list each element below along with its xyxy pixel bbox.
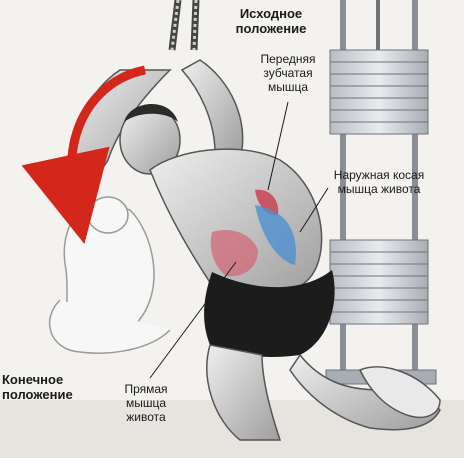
serratus-highlight bbox=[255, 189, 279, 216]
athlete-figure bbox=[71, 59, 441, 441]
cable-machine bbox=[325, 0, 437, 385]
shorts bbox=[204, 270, 335, 357]
rectus-highlight bbox=[210, 230, 258, 277]
external-oblique-label: Наружная косая мышца живота bbox=[333, 168, 425, 196]
rectus-label: Прямая мышца живота bbox=[124, 382, 168, 424]
serratus-label: Передняя зубчатая мышца bbox=[260, 52, 316, 94]
end-position-figure bbox=[49, 196, 171, 354]
shoe bbox=[358, 366, 441, 419]
start-position-label: Исходное положение bbox=[235, 6, 307, 36]
rope-handle bbox=[168, 0, 200, 51]
leader-lines bbox=[149, 101, 329, 379]
motion-arrow bbox=[21, 65, 146, 245]
end-position-label: Конечное положение bbox=[2, 372, 73, 402]
oblique-highlight bbox=[255, 205, 296, 265]
